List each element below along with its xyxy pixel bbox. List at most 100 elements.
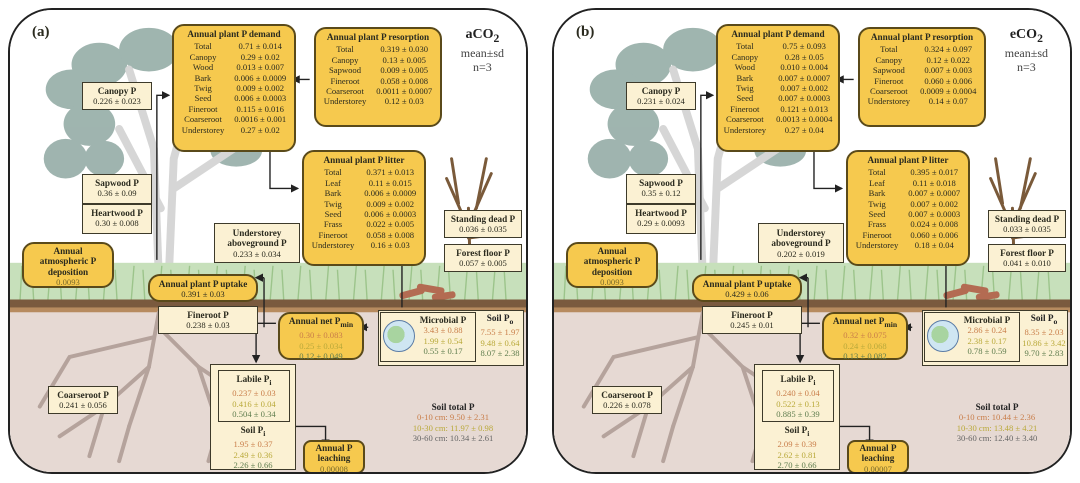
annual-plant-p-uptake-box: Annual plant P uptake 0.391 ± 0.03 [148, 274, 258, 302]
value-10-30cm: 2.38 ± 0.17 [967, 335, 1007, 346]
box-title: Soil total P [431, 402, 475, 412]
box-title: Annual plant P demand [187, 29, 281, 39]
box-title: atmospheric P [39, 256, 97, 267]
row-value: 0.121 ± 0.013 [780, 103, 829, 114]
value-30-60cm: 2.26 ± 0.66 [233, 460, 273, 471]
box-title: Microbial P [963, 315, 1011, 325]
box-value: 0.036 ± 0.035 [459, 224, 507, 235]
row-value: 0.007 ± 0.0003 [778, 93, 831, 104]
labile-pi-box: Labile Pi 0.240 ± 0.04 0.522 ± 0.13 0.88… [762, 370, 834, 422]
box-value: 0.429 ± 0.06 [725, 289, 769, 300]
box-value: 0.231 ± 0.024 [637, 96, 685, 107]
row-label: Canopy [331, 54, 359, 65]
coarseroot-p-box: Coarseroot P 0.226 ± 0.078 [592, 386, 662, 414]
row-label: Fineroot [318, 229, 348, 240]
row-value: 0.013 ± 0.007 [236, 62, 285, 73]
row-label: Understorey [311, 240, 355, 251]
row-value: 0.022 ± 0.005 [366, 219, 415, 230]
value-0-10cm: 2.09 ± 0.39 [777, 439, 817, 450]
box-title: Canopy P [97, 86, 137, 96]
value-30-60cm: 30-60 cm: 10.34 ± 2.61 [412, 433, 494, 444]
row-label: Understorey [323, 96, 367, 107]
row-label: Total [194, 41, 212, 52]
value-0-10cm: 1.95 ± 0.37 [233, 439, 273, 450]
row-value: 0.006 ± 0.0009 [364, 188, 417, 199]
value-10-30cm: 0.522 ± 0.13 [776, 398, 820, 409]
row-label: Bark [194, 72, 212, 83]
heartwood-p-box: Heartwood P 0.30 ± 0.008 [82, 204, 152, 234]
row-label: Total [736, 41, 754, 52]
value-0-10cm: 0.240 ± 0.04 [776, 388, 820, 399]
row-value: 0.115 ± 0.016 [236, 103, 284, 114]
box-value: 0.245 ± 0.01 [730, 320, 774, 331]
understorey-aboveground-p-box: Understorey aboveground P 0.233 ± 0.034 [214, 223, 300, 263]
box-value: 0.00008 [320, 463, 348, 474]
row-value: 0.006 ± 0.0003 [364, 209, 417, 220]
stat-label: mean±sd [460, 45, 504, 60]
row-label: Seed [736, 93, 754, 104]
row-value: 0.058 ± 0.008 [366, 229, 415, 240]
annual-net-pmin-box: Annual net Pmin 0.30 ± 0.083 0.25 ± 0.03… [278, 312, 364, 362]
treatment-legend: eCO2 mean±sd n=3 [1005, 28, 1048, 74]
box-title: Labile Pi [780, 374, 816, 387]
value-10-30cm: 9.48 ± 0.64 [480, 337, 520, 348]
box-title: Fineroot P [731, 310, 773, 320]
value-30-60cm: 0.12 ± 0.049 [299, 351, 343, 362]
value-10-30cm: 10-30 cm: 11.97 ± 0.98 [412, 422, 494, 433]
row-value: 0.058 ± 0.008 [380, 75, 429, 86]
row-label: Understorey [723, 124, 767, 135]
row-label: Twig [736, 83, 754, 94]
row-label: Sapwood [872, 65, 905, 76]
forest-floor-p-box: Forest floor P 0.057 ± 0.005 [444, 244, 522, 272]
row-value: 0.16 ± 0.03 [370, 240, 410, 251]
row-label: Coarseroot [326, 86, 364, 97]
panel-label: (b) [576, 24, 595, 40]
standing-dead-p-box: Standing dead P 0.036 ± 0.035 [444, 210, 522, 238]
box-title: Fineroot P [187, 310, 229, 320]
box-value: 0.0093 [56, 277, 80, 288]
row-label: Seed [194, 93, 212, 104]
soil-po-box: Soil Po 7.55 ± 1.97 9.48 ± 0.64 8.07 ± 2… [476, 313, 524, 358]
row-value: 0.27 ± 0.02 [240, 124, 280, 135]
row-value: 0.060 ± 0.006 [910, 229, 959, 240]
heartwood-p-box: Heartwood P 0.29 ± 0.0093 [626, 204, 696, 234]
row-value: 0.006 ± 0.0009 [234, 72, 287, 83]
row-value: 0.007 ± 0.002 [780, 83, 829, 94]
fineroot-p-box: Fineroot P 0.238 ± 0.03 [158, 306, 258, 334]
box-title: Annual P [859, 443, 897, 453]
box-title: Annual plant P resorption [870, 32, 974, 42]
row-value: 0.060 ± 0.006 [924, 75, 973, 86]
box-title: Sapwood P [639, 178, 683, 188]
microbial-p-box: Microbial P 3.43 ± 0.88 1.99 ± 0.54 0.55… [380, 312, 476, 362]
row-value: 0.0013 ± 0.0004 [776, 114, 833, 125]
box-title: Understorey [776, 228, 826, 238]
box-title: Annual plant P uptake [158, 279, 248, 289]
row-label: Fineroot [730, 103, 760, 114]
box-title: Heartwood P [635, 208, 687, 218]
row-label: Frass [323, 219, 343, 230]
annual-p-leaching-box: Annual P leaching 0.00007 [847, 440, 909, 472]
row-label: Understorey [855, 240, 899, 251]
box-title: Annual plant P uptake [702, 279, 792, 289]
box-title: Forest floor P [1000, 248, 1054, 258]
box-title: Sapwood P [95, 178, 139, 188]
row-label: Seed [868, 209, 886, 220]
value-10-30cm: 1.99 ± 0.54 [423, 335, 463, 346]
row-value: 0.319 ± 0.030 [380, 44, 429, 55]
box-title: Canopy P [641, 86, 681, 96]
standing-dead-p-box: Standing dead P 0.033 ± 0.035 [988, 210, 1066, 238]
box-title: Annual net Pmin [832, 316, 898, 329]
row-label: Coarseroot [869, 86, 908, 97]
box-value: 0.226 ± 0.023 [93, 96, 141, 107]
value-30-60cm: 0.885 ± 0.39 [776, 409, 820, 420]
box-title: deposition [591, 266, 633, 277]
box-value: 0.238 ± 0.03 [186, 320, 230, 331]
row-value: 0.009 ± 0.002 [366, 198, 415, 209]
row-value: 0.007 ± 0.002 [910, 198, 959, 209]
row-label: Canopy [875, 54, 903, 65]
row-label: Total [868, 167, 886, 178]
microbial-p-box: Microbial P 2.86 ± 0.24 2.38 ± 0.17 0.78… [924, 312, 1020, 362]
box-title: Standing dead P [994, 214, 1060, 224]
